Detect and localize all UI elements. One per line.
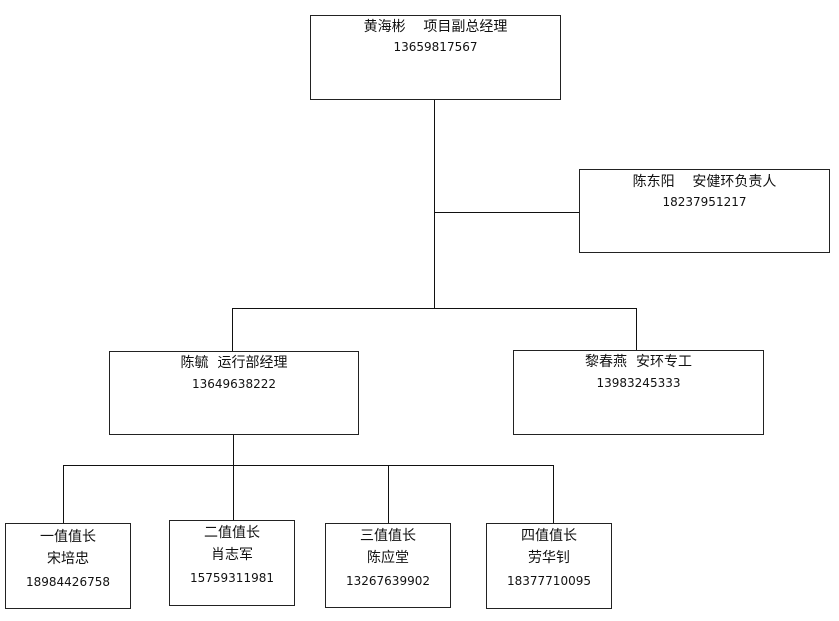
- node-title: 黎春燕 安环专工: [585, 354, 692, 370]
- shift-phone: 18984426758: [26, 575, 110, 589]
- node-shift-3: 三值值长 陈应堂 13267639902: [325, 523, 451, 608]
- shift-phone: 13267639902: [346, 574, 430, 588]
- connector-ops-trunk: [233, 434, 234, 522]
- node-title: 陈毓 运行部经理: [180, 355, 288, 371]
- connector-shift3-drop: [388, 465, 389, 523]
- connector-level2-bar: [232, 308, 637, 309]
- node-phone: 13649638222: [192, 377, 276, 391]
- node-safety-specialist: 黎春燕 安环专工 13983245333: [513, 350, 764, 435]
- node-safety-lead: 陈东阳 安健环负责人 18237951217: [579, 169, 830, 253]
- shift-name: 陈应堂: [367, 550, 409, 566]
- shift-phone: 18377710095: [507, 574, 591, 588]
- shift-role: 一值值长: [40, 529, 96, 545]
- shift-role: 二值值长: [204, 525, 260, 541]
- connector-head-trunk: [434, 99, 435, 308]
- node-shift-2: 二值值长 肖志军 15759311981: [169, 520, 295, 606]
- node-phone: 18237951217: [662, 195, 747, 209]
- node-project-deputy-gm: 黄海彬 项目副总经理 13659817567: [310, 15, 561, 100]
- connector-safety-branch: [434, 212, 580, 213]
- connector-shift4-drop: [553, 465, 554, 523]
- node-title: 陈东阳 安健环负责人: [632, 174, 777, 190]
- shift-role: 三值值长: [360, 528, 416, 544]
- node-operations-manager: 陈毓 运行部经理 13649638222: [109, 351, 359, 435]
- shift-name: 肖志军: [211, 547, 253, 563]
- shift-name: 宋培忠: [47, 551, 89, 567]
- shift-name: 劳华钊: [528, 550, 570, 566]
- connector-shift1-drop: [63, 465, 64, 523]
- shift-role: 四值值长: [521, 528, 577, 544]
- shift-phone: 15759311981: [190, 571, 274, 585]
- node-phone: 13983245333: [596, 376, 681, 390]
- node-title: 黄海彬 项目副总经理: [363, 19, 508, 35]
- node-shift-4: 四值值长 劳华钊 18377710095: [486, 523, 612, 609]
- connector-specialist-drop: [636, 308, 637, 351]
- connector-ops-drop: [232, 308, 233, 351]
- node-phone: 13659817567: [393, 40, 478, 54]
- connector-shift-bar: [63, 465, 554, 466]
- node-shift-1: 一值值长 宋培忠 18984426758: [5, 523, 131, 609]
